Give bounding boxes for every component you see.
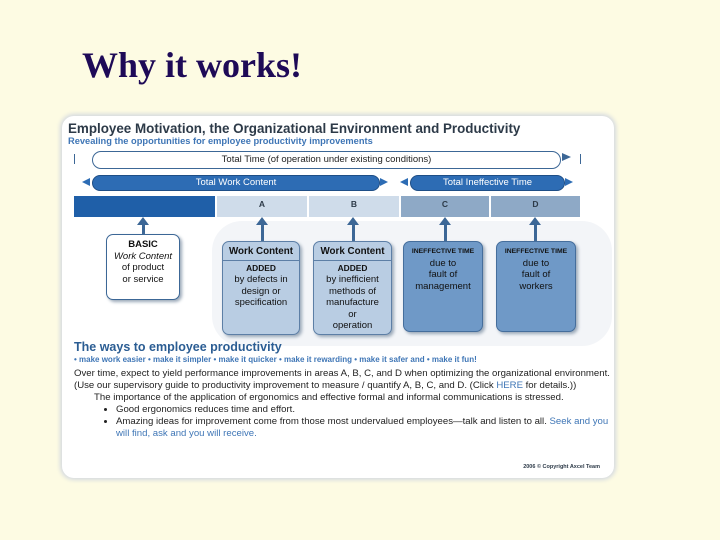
work-content-a-box: Work Content ADDED by defects in design … bbox=[222, 241, 300, 335]
box-b-head: Work Content bbox=[314, 246, 391, 261]
box-b-body1: ADDED bbox=[337, 262, 368, 273]
bullet-list: Good ergonomics reduces time and effort.… bbox=[74, 404, 612, 440]
box-c-tag: INEFFECTIVE TIME bbox=[411, 248, 475, 255]
segment-b: B bbox=[309, 196, 399, 217]
total-time-left-tick bbox=[74, 154, 75, 164]
work-content-right-arrow-icon bbox=[380, 178, 388, 186]
box-b-body6: operation bbox=[332, 320, 373, 331]
segment-a: A bbox=[217, 196, 307, 217]
basic-label: BASIC bbox=[128, 239, 158, 250]
box-d-tag: INEFFECTIVE TIME bbox=[504, 248, 568, 255]
box-b-body5: or bbox=[348, 308, 357, 320]
box-d-body1: due to bbox=[522, 257, 550, 269]
bullet-1: Good ergonomics reduces time and effort. bbox=[116, 404, 612, 416]
diagram-card: Employee Motivation, the Organizational … bbox=[62, 116, 614, 478]
basic-line4: or service bbox=[122, 273, 164, 285]
ineffective-d-box: INEFFECTIVE TIME due to fault of workers bbox=[496, 241, 576, 332]
card-title: Employee Motivation, the Organizational … bbox=[68, 121, 521, 136]
arrow-shaft bbox=[533, 224, 537, 244]
box-a-body1: ADDED bbox=[246, 262, 276, 273]
box-b-body4: manufacture bbox=[326, 297, 379, 308]
basic-line3: of product bbox=[121, 262, 165, 273]
box-c-body1: due to bbox=[429, 257, 457, 269]
total-work-content-pill: Total Work Content bbox=[92, 175, 380, 191]
box-a-head: Work Content bbox=[223, 246, 299, 261]
total-ineffective-time-pill: Total Ineffective Time bbox=[410, 175, 565, 191]
arrow-shaft bbox=[260, 224, 264, 244]
arrow-up-icon bbox=[256, 217, 268, 225]
seek-link[interactable]: Seek and you will find, ask and you will… bbox=[116, 416, 609, 439]
box-a-body3: design or bbox=[241, 285, 281, 297]
basic-work-content-box: BASIC Work Content of product or service bbox=[106, 234, 180, 300]
ineffective-right-arrow-icon bbox=[565, 178, 573, 186]
bullet-2: Amazing ideas for improvement come from … bbox=[116, 416, 612, 440]
box-c-body3: management bbox=[415, 280, 471, 292]
total-time-pill: Total Time (of operation under existing … bbox=[92, 151, 561, 169]
ineffective-left-arrow-icon bbox=[400, 178, 408, 186]
card-subtitle: Revealing the opportunities for employee… bbox=[68, 136, 373, 146]
work-content-b-box: Work Content ADDED by inefficient method… bbox=[313, 241, 392, 335]
total-time-arrow-icon bbox=[562, 153, 571, 161]
basic-work-content-label: Work Content bbox=[113, 250, 173, 262]
paragraph-1: Over time, expect to yield performance i… bbox=[74, 368, 612, 392]
arrow-up-icon bbox=[529, 217, 541, 225]
paragraph-1-text: Over time, expect to yield performance i… bbox=[74, 368, 610, 391]
arrow-up-icon bbox=[347, 217, 359, 225]
copyright: 2006 © Copyright Axcel Team bbox=[523, 464, 600, 470]
box-b-body3: methods of bbox=[329, 285, 376, 297]
work-content-left-arrow-icon bbox=[82, 178, 90, 186]
box-a-body2: by defects in bbox=[234, 274, 288, 285]
ways-title: The ways to employee productivity bbox=[74, 340, 282, 354]
arrow-shaft bbox=[141, 224, 145, 236]
paragraph-2: The importance of the application of erg… bbox=[94, 392, 564, 403]
arrow-shaft bbox=[443, 224, 447, 244]
slide-title: Why it works! bbox=[82, 45, 303, 85]
box-d-body2: fault of bbox=[521, 269, 551, 280]
box-c-body2: fault of bbox=[428, 269, 458, 280]
total-time-right-tick bbox=[580, 154, 581, 164]
here-link[interactable]: HERE bbox=[496, 380, 523, 391]
bullet-2-text: Amazing ideas for improvement come from … bbox=[116, 416, 550, 427]
ways-list: • make work easier • make it simpler • m… bbox=[74, 355, 477, 364]
segment-d: D bbox=[491, 196, 580, 217]
arrow-up-icon bbox=[137, 217, 149, 225]
arrow-up-icon bbox=[439, 217, 451, 225]
ineffective-c-box: INEFFECTIVE TIME due to fault of managem… bbox=[403, 241, 483, 332]
box-b-body2: by inefficient bbox=[326, 274, 379, 285]
segment-c: C bbox=[401, 196, 489, 217]
box-d-body3: workers bbox=[519, 280, 553, 292]
box-a-body4: specification bbox=[234, 297, 288, 308]
body-text: Over time, expect to yield performance i… bbox=[74, 368, 612, 440]
paragraph-1-tail: for details.)) bbox=[522, 380, 577, 391]
arrow-shaft bbox=[351, 224, 355, 244]
segment-basic bbox=[74, 196, 215, 217]
